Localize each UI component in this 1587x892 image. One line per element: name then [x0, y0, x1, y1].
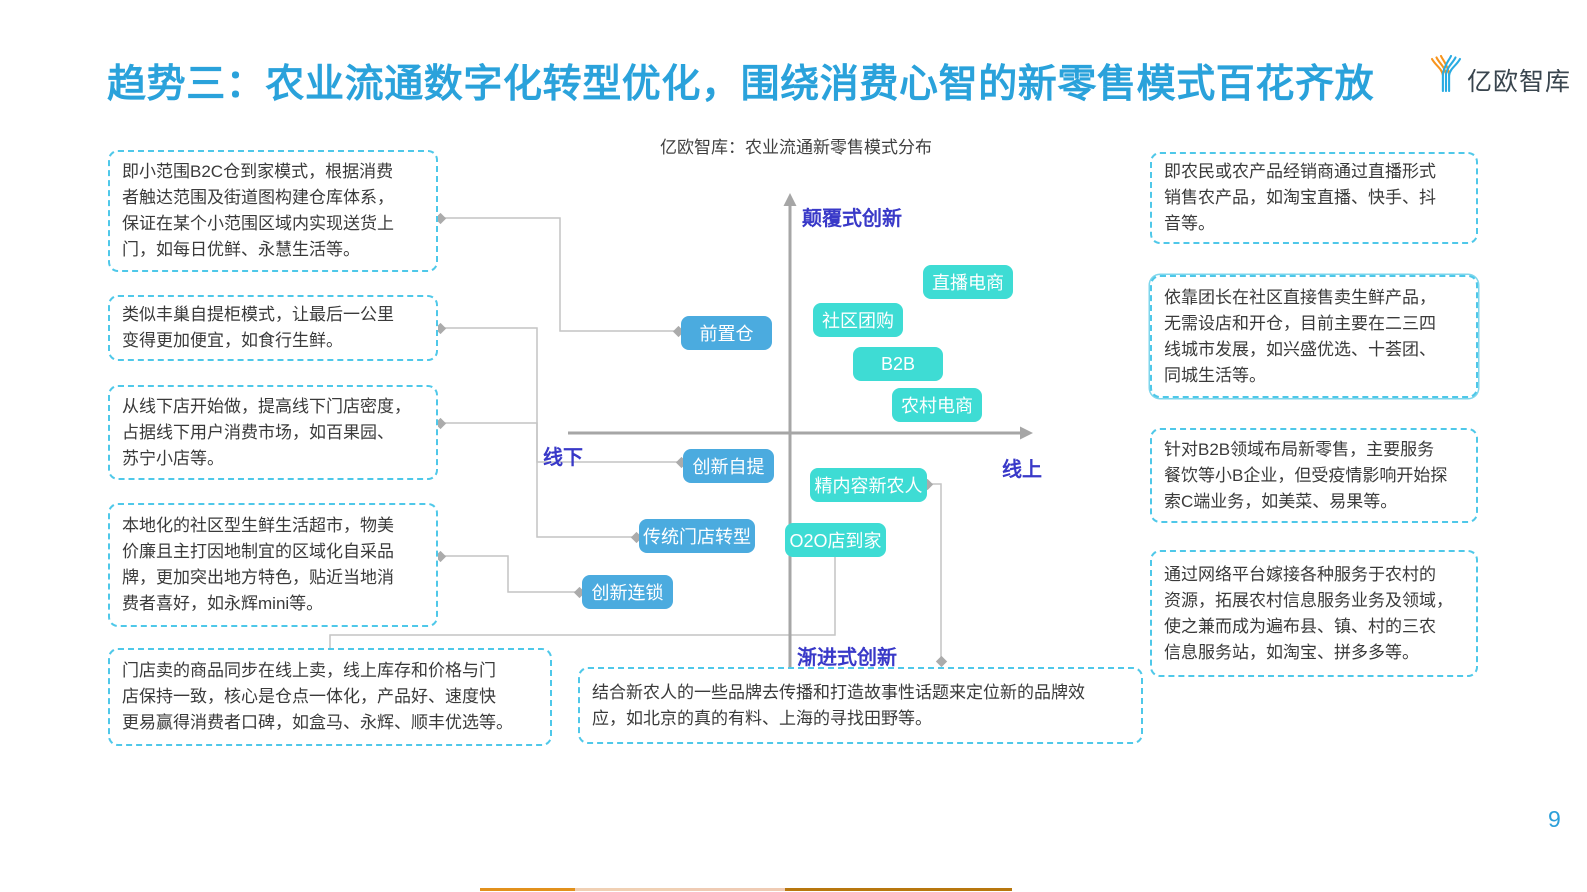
note-right-3: 针对B2B领域布局新零售，主要服务 餐饮等小B企业，但受疫情影响开始探 索C端业… — [1150, 428, 1478, 523]
chart-node-zhibodianshang: 直播电商 — [923, 265, 1013, 299]
logo-icon — [1430, 54, 1462, 92]
quadrant-label-bottom: 渐进式创新 — [797, 647, 897, 669]
note-right-4: 通过网络平台嫁接各种服务于农村的 资源，拓展农村信息服务业务及领域， 使之兼而成… — [1150, 550, 1478, 677]
chart-node-nongcundianshang: 农村电商 — [892, 388, 982, 422]
note-left-2: 类似丰巢自提柜模式，让最后一公里 变得更加便宜，如食行生鲜。 — [108, 295, 438, 361]
chart-node-chuantongmendian: 传统门店转型 — [639, 519, 755, 553]
note-left-1: 即小范围B2C仓到家模式，根据消费 者触达范围及街道图构建仓库体系， 保证在某个… — [108, 150, 438, 272]
connector-1 — [437, 217, 678, 332]
footer-bar-segment-3 — [680, 888, 785, 891]
chart-node-o2o: O2O店到家 — [785, 523, 886, 557]
note-left-3: 从线下店开始做，提高线下门店密度， 占据线下用户消费市场，如百果园、 苏宁小店等… — [108, 385, 438, 480]
page-number: 9 — [1548, 806, 1561, 832]
note-bottom: 结合新农人的一些品牌去传播和打造故事性话题来定位新的品牌效 应，如北京的真的有料… — [578, 667, 1143, 744]
connector-4 — [437, 555, 579, 593]
note-left-4: 本地化的社区型生鲜生活超市，物美 价廉且主打因地制宜的区域化自采品 牌，更加突出… — [108, 503, 438, 627]
chart-node-chuangxinliansuo: 创新连锁 — [582, 575, 673, 609]
chart-node-shequtuangou: 社区团购 — [813, 303, 903, 337]
chart-node-jingneirong: 精内容新农人 — [810, 468, 927, 502]
chart-node-chuangxinziti: 创新自提 — [683, 449, 774, 483]
note-right-2: 依靠团长在社区直接售卖生鲜产品， 无需设店和开仓，目前主要在二三四 线城市发展，… — [1150, 275, 1478, 398]
x-axis-arrow — [1020, 426, 1033, 440]
note-right-1: 即农民或农产品经销商通过直播形式 销售农产品，如淘宝直播、快手、抖 音等。 — [1150, 152, 1478, 244]
connector-3 — [437, 422, 636, 538]
footer-bar-segment-1 — [480, 888, 575, 891]
note-left-5: 门店卖的商品同步在线上卖，线上库存和价格与门 店保持一致，核心是仓点一体化，产品… — [108, 648, 552, 746]
quadrant-label-top: 颠覆式创新 — [802, 208, 902, 230]
footer-bar-segment-2 — [575, 888, 680, 891]
page-title: 趋势三：农业流通数字化转型优化，围绕消费心智的新零售模式百花齐放 — [107, 63, 1375, 106]
connector-diamonds — [434, 212, 948, 668]
logo-text: 亿欧智库 — [1467, 68, 1572, 96]
y-axis-arrow — [783, 193, 797, 206]
quadrant-label-right: 线上 — [1002, 459, 1042, 481]
chart-title: 亿欧智库：农业流通新零售模式分布 — [660, 138, 932, 157]
logo: 亿欧智库 — [1430, 52, 1571, 98]
chart-node-qianzhicang: 前置仓 — [681, 316, 772, 350]
footer-bar-segment-4 — [785, 888, 1012, 891]
connector-5 — [329, 556, 836, 649]
quadrant-label-left: 线下 — [543, 447, 583, 469]
chart-node-b2b: B2B — [853, 347, 943, 381]
connector-6 — [927, 483, 942, 661]
connector-2 — [437, 327, 681, 463]
